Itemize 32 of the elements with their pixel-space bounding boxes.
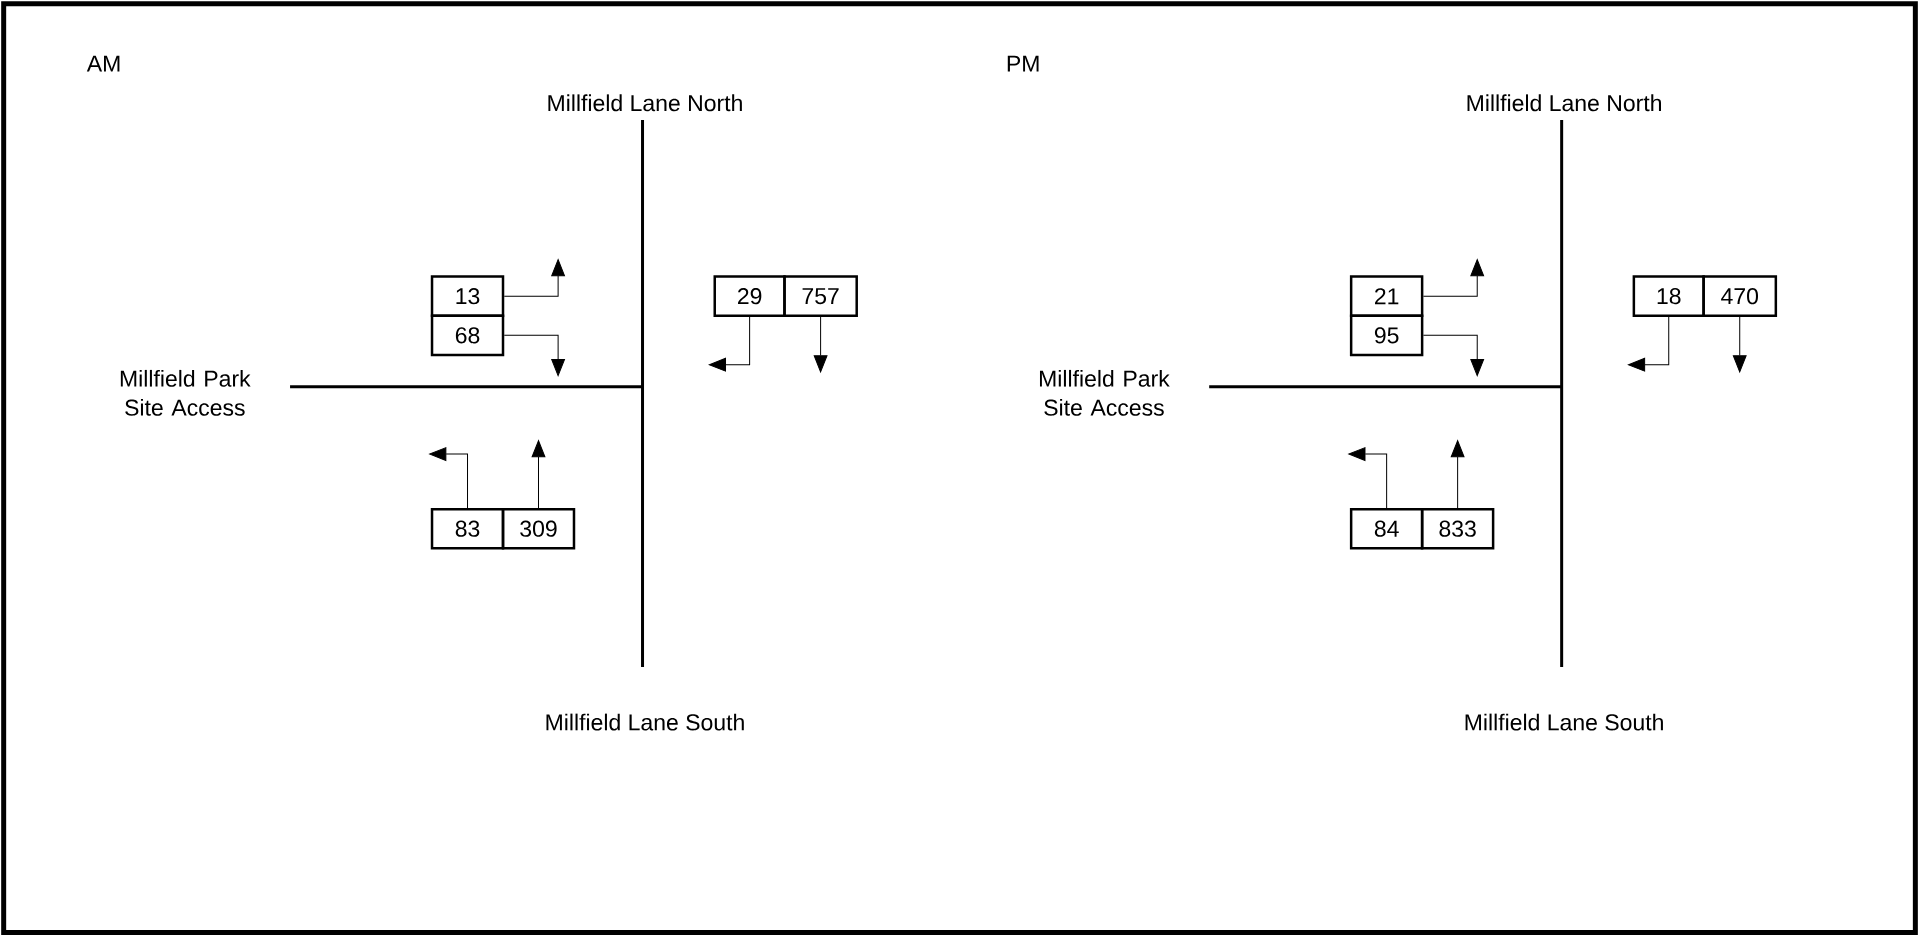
turn-arrow: [1628, 316, 1670, 372]
turn-arrow: [1422, 259, 1485, 297]
count-box: 833: [1420, 507, 1495, 550]
road-label: Millfield Lane North: [548, 94, 742, 112]
count-box: 309: [501, 507, 576, 550]
road-label: Millfield Lane South: [1465, 713, 1663, 731]
road-label: Millfield Park Site Access: [1040, 369, 1170, 416]
count-box: 757: [783, 275, 858, 317]
road-label: Millfield Lane South: [546, 713, 744, 731]
count-box: 83: [430, 507, 505, 550]
turn-arrow: [708, 316, 751, 372]
turn-arrow: [1422, 334, 1485, 377]
count-box: 68: [430, 314, 505, 357]
count-box: 13: [430, 275, 505, 317]
turn-arrow: [813, 316, 828, 373]
turn-arrow: [1450, 440, 1465, 509]
turn-arrow: [1732, 316, 1747, 373]
turn-arrow: [503, 334, 565, 377]
turn-arrow: [429, 447, 468, 509]
count-box: 21: [1349, 275, 1424, 317]
period-label: PM: [1007, 55, 1039, 72]
road-label: Millfield Lane North: [1467, 94, 1661, 112]
turn-arrow: [1348, 447, 1388, 509]
count-box: 29: [713, 275, 786, 317]
period-label: AM: [86, 55, 120, 72]
turn-arrow: [531, 440, 546, 509]
count-box: 18: [1632, 275, 1705, 317]
count-box: 470: [1702, 275, 1778, 317]
count-box: 95: [1349, 314, 1424, 357]
turn-arrow: [503, 259, 565, 297]
count-box: 84: [1349, 507, 1424, 550]
road-label: Millfield Park Site Access: [120, 369, 251, 416]
